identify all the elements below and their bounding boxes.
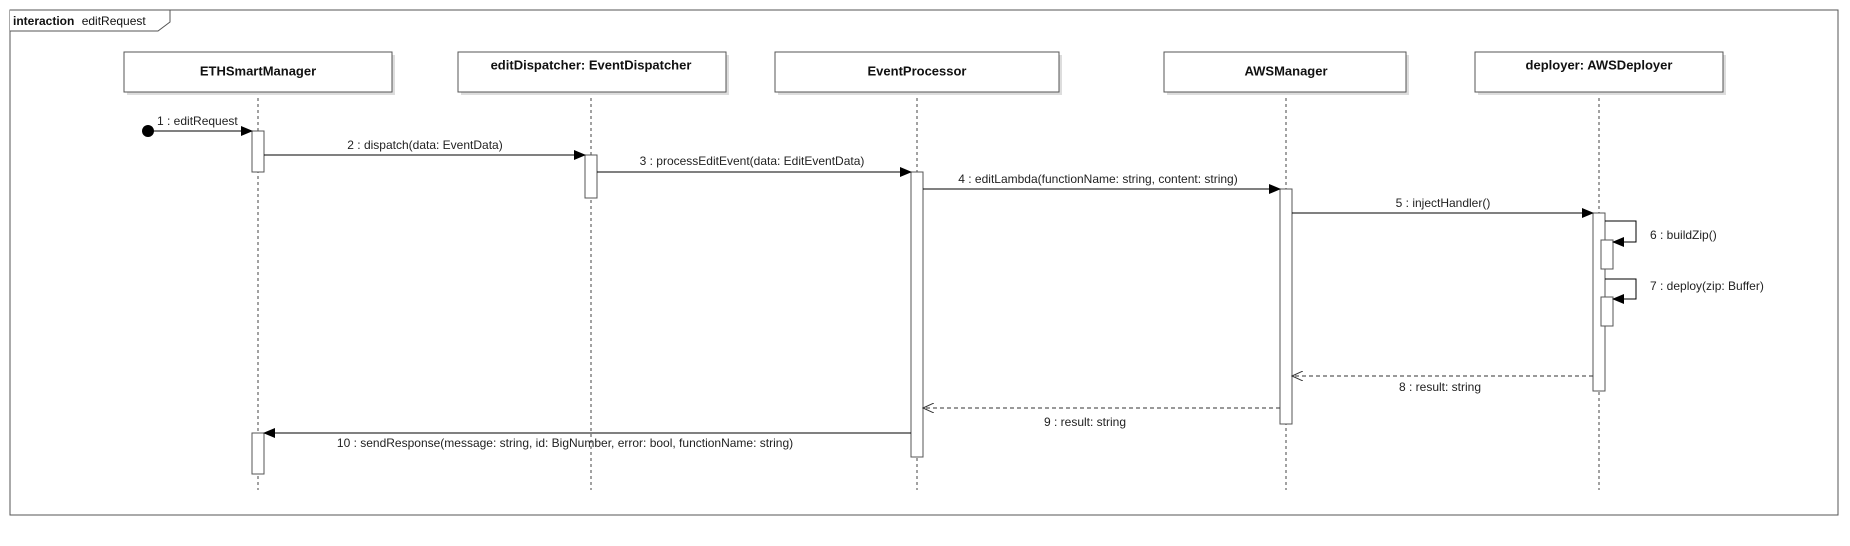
message-7[interactable]: 7 : deploy(zip: Buffer) <box>1605 278 1764 304</box>
frame-name: editRequest <box>82 14 147 28</box>
message-arrow <box>1605 220 1637 247</box>
frame-title: interaction editRequest <box>13 14 146 28</box>
participant-box[interactable]: AWSManager <box>1163 51 1409 95</box>
activation-bar <box>251 130 265 173</box>
interaction-frame: interaction editRequest <box>9 9 1839 516</box>
message-10[interactable]: 10 : sendResponse(message: string, id: B… <box>263 428 911 450</box>
message-label: 3 : processEditEvent(data: EditEventData… <box>640 154 865 168</box>
message-6[interactable]: 6 : buildZip() <box>1605 220 1717 247</box>
participant-name: AWSManager <box>1244 63 1327 78</box>
message-3[interactable]: 3 : processEditEvent(data: EditEventData… <box>597 154 912 177</box>
message-8[interactable]: 8 : result: string <box>1292 376 1593 394</box>
participant-name: deployer: AWSDeployer <box>1526 57 1673 72</box>
activation-bars <box>251 130 1614 475</box>
message-label: 10 : sendResponse(message: string, id: B… <box>337 436 793 450</box>
frame-keyword: interaction <box>13 14 74 28</box>
message-5[interactable]: 5 : injectHandler() <box>1292 196 1594 218</box>
activation-bar <box>1279 188 1293 425</box>
activation-bar <box>1600 239 1614 270</box>
participant-box[interactable]: EventProcessor <box>774 51 1062 95</box>
message-label: 6 : buildZip() <box>1650 228 1717 242</box>
participants: ETHSmartManager editDispatcher: EventDis… <box>123 51 1726 95</box>
activation-bar <box>910 171 924 458</box>
message-label: 7 : deploy(zip: Buffer) <box>1650 279 1764 293</box>
message-label: 1 : editRequest <box>157 114 238 128</box>
activation-bar <box>584 154 598 199</box>
message-label: 4 : editLambda(functionName: string, con… <box>958 172 1237 186</box>
participant-name: ETHSmartManager <box>200 63 316 78</box>
message-label: 5 : injectHandler() <box>1396 196 1491 210</box>
message-9[interactable]: 9 : result: string <box>923 408 1280 429</box>
message-arrow <box>1605 278 1637 304</box>
participant-box[interactable]: editDispatcher: EventDispatcher <box>457 51 729 95</box>
message-label: 2 : dispatch(data: EventData) <box>347 138 502 152</box>
participant-name: editDispatcher: EventDispatcher <box>491 57 692 72</box>
message-4[interactable]: 4 : editLambda(functionName: string, con… <box>923 172 1281 194</box>
message-label: 8 : result: string <box>1399 380 1481 394</box>
participant-box[interactable]: ETHSmartManager <box>123 51 395 95</box>
activation-bar <box>251 432 265 475</box>
participant-box[interactable]: deployer: AWSDeployer <box>1474 51 1726 95</box>
message-2[interactable]: 2 : dispatch(data: EventData) <box>264 138 586 160</box>
messages: 1 : editRequest 2 : dispatch(data: Event… <box>142 114 1764 450</box>
activation-bar <box>1600 296 1614 327</box>
participant-name: EventProcessor <box>868 63 967 78</box>
message-1[interactable]: 1 : editRequest <box>142 114 253 137</box>
message-label: 9 : result: string <box>1044 415 1126 429</box>
